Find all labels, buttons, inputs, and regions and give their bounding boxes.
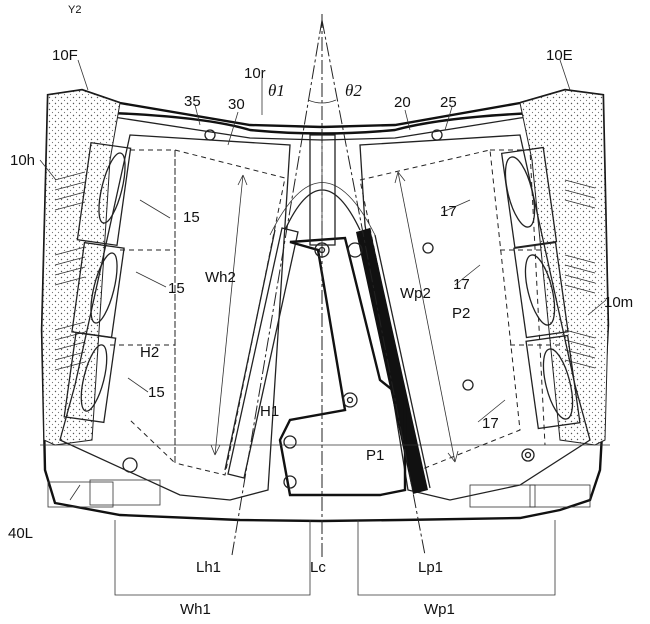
label-wp2: Wp2 (400, 285, 431, 302)
label-h1: H1 (260, 403, 279, 420)
label-wh2: Wh2 (205, 269, 236, 286)
label-lp1: Lp1 (418, 559, 443, 576)
vehicle-housing-outline (40, 88, 610, 523)
leader-lines (39, 59, 607, 501)
label-y2: Y2 (68, 4, 81, 16)
label-lh1: Lh1 (196, 559, 221, 576)
label-10m: 10m (604, 294, 633, 311)
label-20: 20 (394, 94, 411, 111)
label-wh1: Wh1 (180, 601, 211, 618)
line-lh1 (231, 19, 323, 556)
theta-arcs (307, 99, 337, 104)
line-lp1 (321, 19, 426, 556)
right-module-p1 (356, 228, 428, 494)
right-cooling-fins (564, 179, 596, 369)
label-25: 25 (440, 94, 457, 111)
label-theta2: θ2 (345, 81, 362, 100)
bottom-components (40, 444, 610, 508)
label-p1: P1 (366, 447, 384, 464)
label-17-top: 17 (440, 203, 457, 220)
label-35: 35 (184, 93, 201, 110)
right-battery-p (356, 134, 591, 501)
label-40L: 40L (8, 525, 33, 542)
label-10F: 10F (52, 47, 78, 64)
bolt-circles (122, 129, 535, 489)
label-17-mid: 17 (453, 276, 470, 293)
label-30: 30 (228, 96, 245, 113)
label-lc: Lc (310, 559, 326, 576)
label-15-bottom: 15 (148, 384, 165, 401)
dimension-arrows (114, 171, 556, 596)
label-15-mid: 15 (168, 280, 185, 297)
label-p2: P2 (452, 305, 470, 322)
right-side-panel (519, 89, 609, 446)
label-17-bottom: 17 (482, 415, 499, 432)
label-15-top: 15 (183, 209, 200, 226)
left-fan-stack (63, 141, 132, 424)
label-10h: 10h (10, 152, 35, 169)
label-wp1: Wp1 (424, 601, 455, 618)
label-h2: H2 (140, 344, 159, 361)
label-10r: 10r (244, 65, 266, 82)
left-battery-h (59, 134, 299, 501)
label-theta1: θ1 (268, 81, 285, 100)
label-10E: 10E (546, 47, 573, 64)
left-cooling-fins (54, 171, 86, 371)
